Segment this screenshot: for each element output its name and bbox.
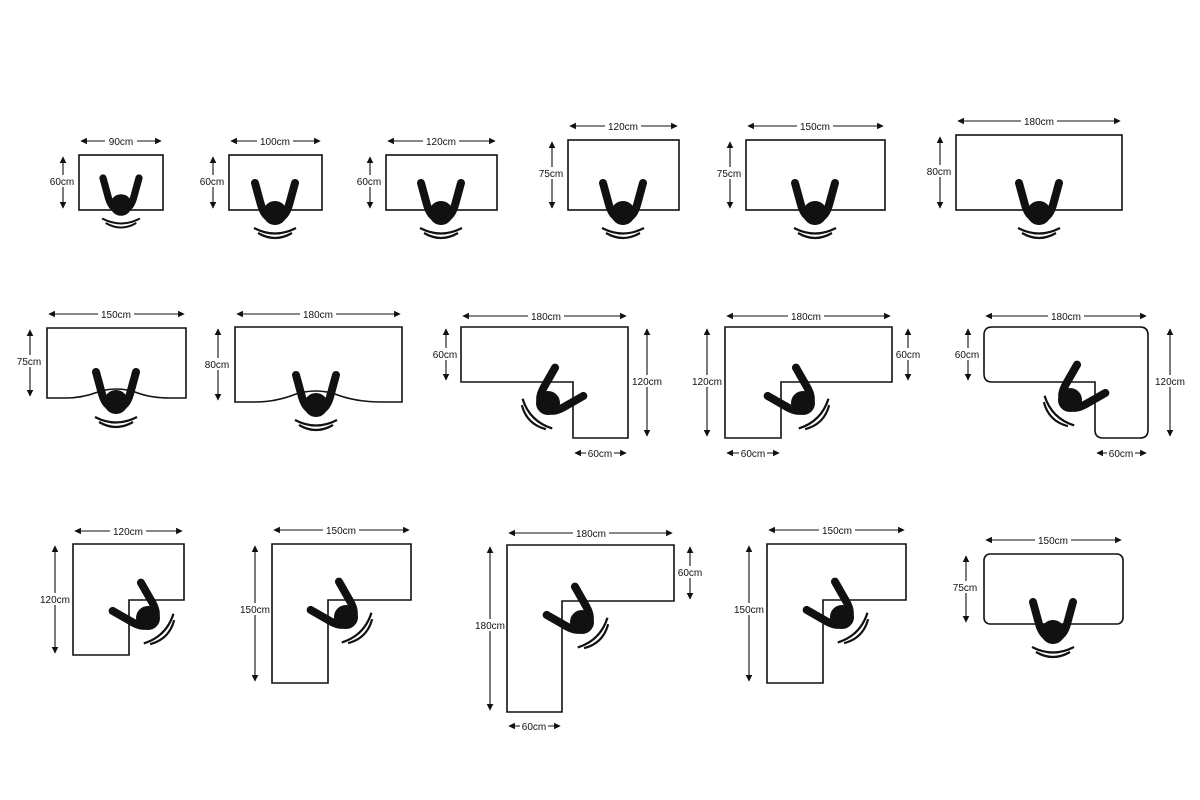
width-label: 180cm (791, 312, 821, 323)
width-label: 150cm (1038, 536, 1068, 547)
width-label: 150cm (800, 122, 830, 133)
width-label: 180cm (531, 312, 561, 323)
right-depth-label: 60cm (896, 350, 920, 361)
desk-diagram-100x60: 100cm 60cm (198, 135, 323, 238)
width-label: 180cm (1051, 312, 1081, 323)
width-label: 100cm (260, 137, 290, 148)
return-width-label: 60cm (588, 449, 612, 460)
desk-top (567, 139, 680, 211)
desk-top (271, 543, 412, 684)
right-depth-label: 120cm (632, 377, 662, 388)
desk-top (766, 543, 907, 684)
desk-diagram-120x75: 120cm 75cm (537, 120, 680, 238)
l-desk-diagram-180x120-left: 180cm 120cm 60cm 60cm (691, 310, 922, 460)
desk-diagram-120x60: 120cm 60cm (355, 135, 498, 238)
right-depth-label: 60cm (678, 568, 702, 579)
desk-top (983, 326, 1149, 439)
left-depth-label: 60cm (955, 350, 979, 361)
width-label: 150cm (101, 310, 131, 321)
desk-diagram-150x75-rounded: 150cm 75cm (951, 534, 1124, 657)
desk-top (46, 327, 187, 399)
depth-label: 150cm (734, 605, 764, 616)
width-label: 180cm (1024, 117, 1054, 128)
depth-label: 180cm (475, 621, 505, 632)
desk-top (745, 139, 886, 211)
depth-label: 75cm (539, 169, 563, 180)
desk-top (506, 544, 675, 713)
depth-label: 60cm (357, 177, 381, 188)
depth-label: 120cm (40, 595, 70, 606)
depth-label: 80cm (205, 360, 229, 371)
width-label: 90cm (109, 137, 133, 148)
width-label: 120cm (426, 137, 456, 148)
left-depth-label: 120cm (692, 377, 722, 388)
desk-diagram-150x75-curved: 150cm 75cm (15, 308, 187, 427)
width-label: 150cm (326, 526, 356, 537)
return-width-label: 60cm (522, 722, 546, 733)
desk-top (955, 134, 1123, 211)
depth-label: 150cm (240, 605, 270, 616)
desk-top (234, 326, 403, 403)
depth-label: 75cm (717, 169, 741, 180)
desk-top (724, 326, 893, 439)
width-label: 120cm (608, 122, 638, 133)
desk-top (72, 543, 185, 656)
l-desk-diagram-180x120-rounded: 180cm 60cm 120cm 60cm (953, 310, 1186, 460)
desk-diagram-180x80: 180cm 80cm (925, 115, 1123, 238)
return-width-label: 60cm (1109, 449, 1133, 460)
return-width-label: 60cm (741, 449, 765, 460)
left-depth-label: 60cm (433, 350, 457, 361)
width-label: 150cm (822, 526, 852, 537)
depth-label: 80cm (927, 167, 951, 178)
width-label: 180cm (576, 529, 606, 540)
corner-desk-diagram-150x150: 150cm 150cm (239, 524, 412, 684)
depth-label: 60cm (200, 177, 224, 188)
width-label: 120cm (113, 527, 143, 538)
desk-top (385, 154, 498, 211)
width-label: 180cm (303, 310, 333, 321)
desk-diagram-90x60: 90cm 60cm (48, 135, 164, 228)
corner-desk-diagram-120x120: 120cm 120cm (39, 525, 185, 656)
corner-desk-diagram-150x150-b: 150cm 150cm (733, 524, 907, 684)
desk-top (983, 553, 1124, 625)
depth-label: 60cm (50, 177, 74, 188)
corner-desk-diagram-180x180: 180cm 180cm 60cm 60cm (474, 527, 704, 733)
l-desk-diagram-180x120-right: 180cm 60cm 120cm 60cm (431, 310, 663, 460)
right-depth-label: 120cm (1155, 377, 1185, 388)
desk-diagram-150x75: 150cm 75cm (715, 120, 886, 238)
desk-diagram-180x80-curved: 180cm 80cm (203, 308, 403, 430)
desk-top (460, 326, 629, 439)
depth-label: 75cm (17, 357, 41, 368)
depth-label: 75cm (953, 583, 977, 594)
